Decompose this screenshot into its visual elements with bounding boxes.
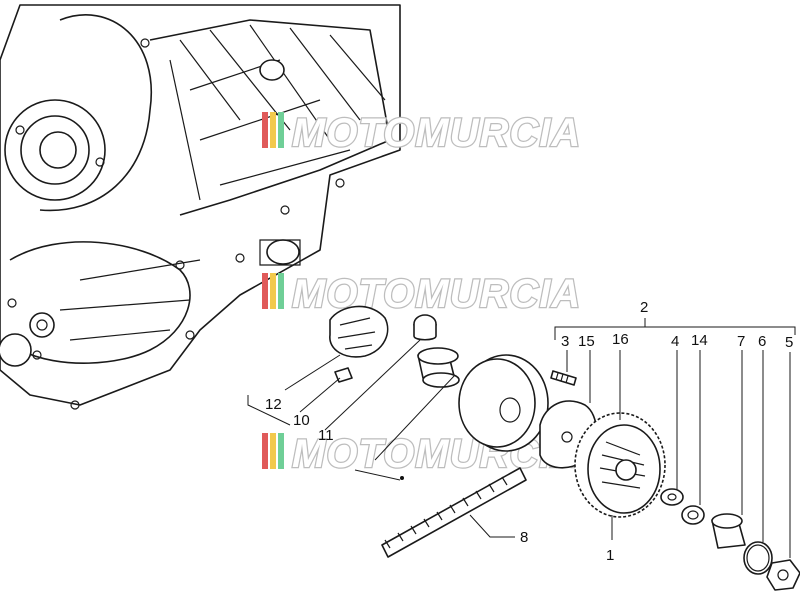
watermark-stripe-yellow — [270, 433, 276, 469]
watermark-stripe-green — [278, 273, 284, 309]
part-8-toothed-rack — [381, 467, 527, 558]
part-12-fan-bracket — [329, 305, 389, 358]
part-6-o-ring — [743, 541, 773, 575]
part-7-bushing — [711, 513, 746, 549]
engine-crankcase — [0, 4, 401, 410]
callout-14: 14 — [691, 332, 708, 349]
callout-4: 4 — [671, 333, 679, 350]
callout-3: 3 — [561, 333, 569, 350]
callout-16: 16 — [612, 331, 629, 348]
watermark-text: MOTOMURCIA — [292, 272, 581, 316]
watermark-stripe-green — [278, 112, 284, 148]
callout-2: 2 — [640, 299, 648, 316]
callout-5: 5 — [785, 334, 793, 351]
watermark-top: MOTOMURCIA — [262, 110, 582, 156]
part-3-screw — [550, 370, 577, 386]
callout-labels: 2 3 15 16 4 14 7 6 5 1 8 12 10 11 — [265, 299, 793, 564]
watermark-bottom: MOTOMURCIA — [262, 431, 582, 477]
part-pulley-disc — [458, 354, 549, 452]
watermark-stripe-yellow — [270, 273, 276, 309]
part-4-washer — [660, 488, 684, 506]
callout-1: 1 — [606, 547, 614, 564]
part-5-nut — [766, 559, 800, 591]
part-sleeve — [417, 347, 460, 388]
callout-leader-lines — [247, 318, 796, 558]
callout-10: 10 — [293, 412, 310, 429]
reference-dot — [400, 476, 404, 480]
callout-7: 7 — [737, 333, 745, 350]
watermark-stripe-green — [278, 433, 284, 469]
watermark-text: MOTOMURCIA — [292, 111, 581, 155]
callout-6: 6 — [758, 333, 766, 350]
callout-12: 12 — [265, 396, 282, 413]
watermark-stripe-red — [262, 112, 268, 148]
watermark-stripe-red — [262, 273, 268, 309]
callout-8: 8 — [520, 529, 528, 546]
part-11-bushing — [413, 314, 437, 341]
watermark-stripe-yellow — [270, 112, 276, 148]
watermark-text: MOTOMURCIA — [292, 432, 581, 476]
watermark-middle: MOTOMURCIA — [262, 271, 582, 317]
part-14-spacer — [681, 505, 705, 525]
callout-15: 15 — [578, 333, 595, 350]
callout-11: 11 — [318, 427, 334, 444]
watermark-stripe-red — [262, 433, 268, 469]
part-16-1-variator-gear — [574, 412, 666, 518]
